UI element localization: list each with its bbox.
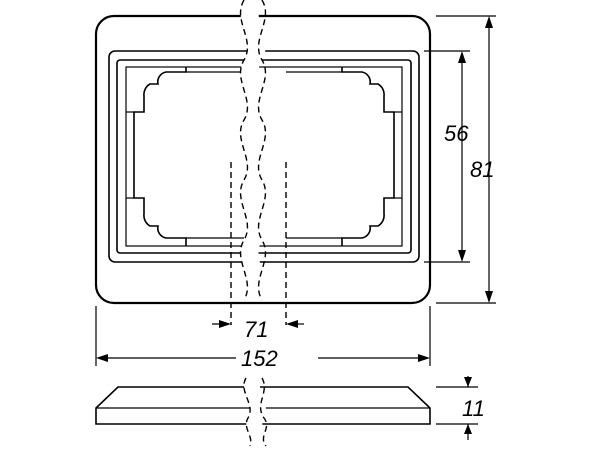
right-cutout [341,67,395,246]
width-dimensions: 71 152 [95,306,431,371]
dim-label-81: 81 [470,157,494,182]
dim-label-152: 152 [241,346,278,371]
front-view [94,0,432,325]
dim-label-56: 56 [444,121,469,146]
side-view: 11 [95,376,485,447]
inner-frame-outline [116,59,412,254]
dim-label-71: 71 [244,317,268,342]
break-line-right [257,0,267,301]
side-break-gap [243,378,267,446]
dim-label-11: 11 [462,396,485,421]
break-line-left [239,0,249,301]
outer-plate-outline [94,14,432,305]
height-dimensions: 56 81 [424,15,496,304]
left-cutout [133,67,187,246]
